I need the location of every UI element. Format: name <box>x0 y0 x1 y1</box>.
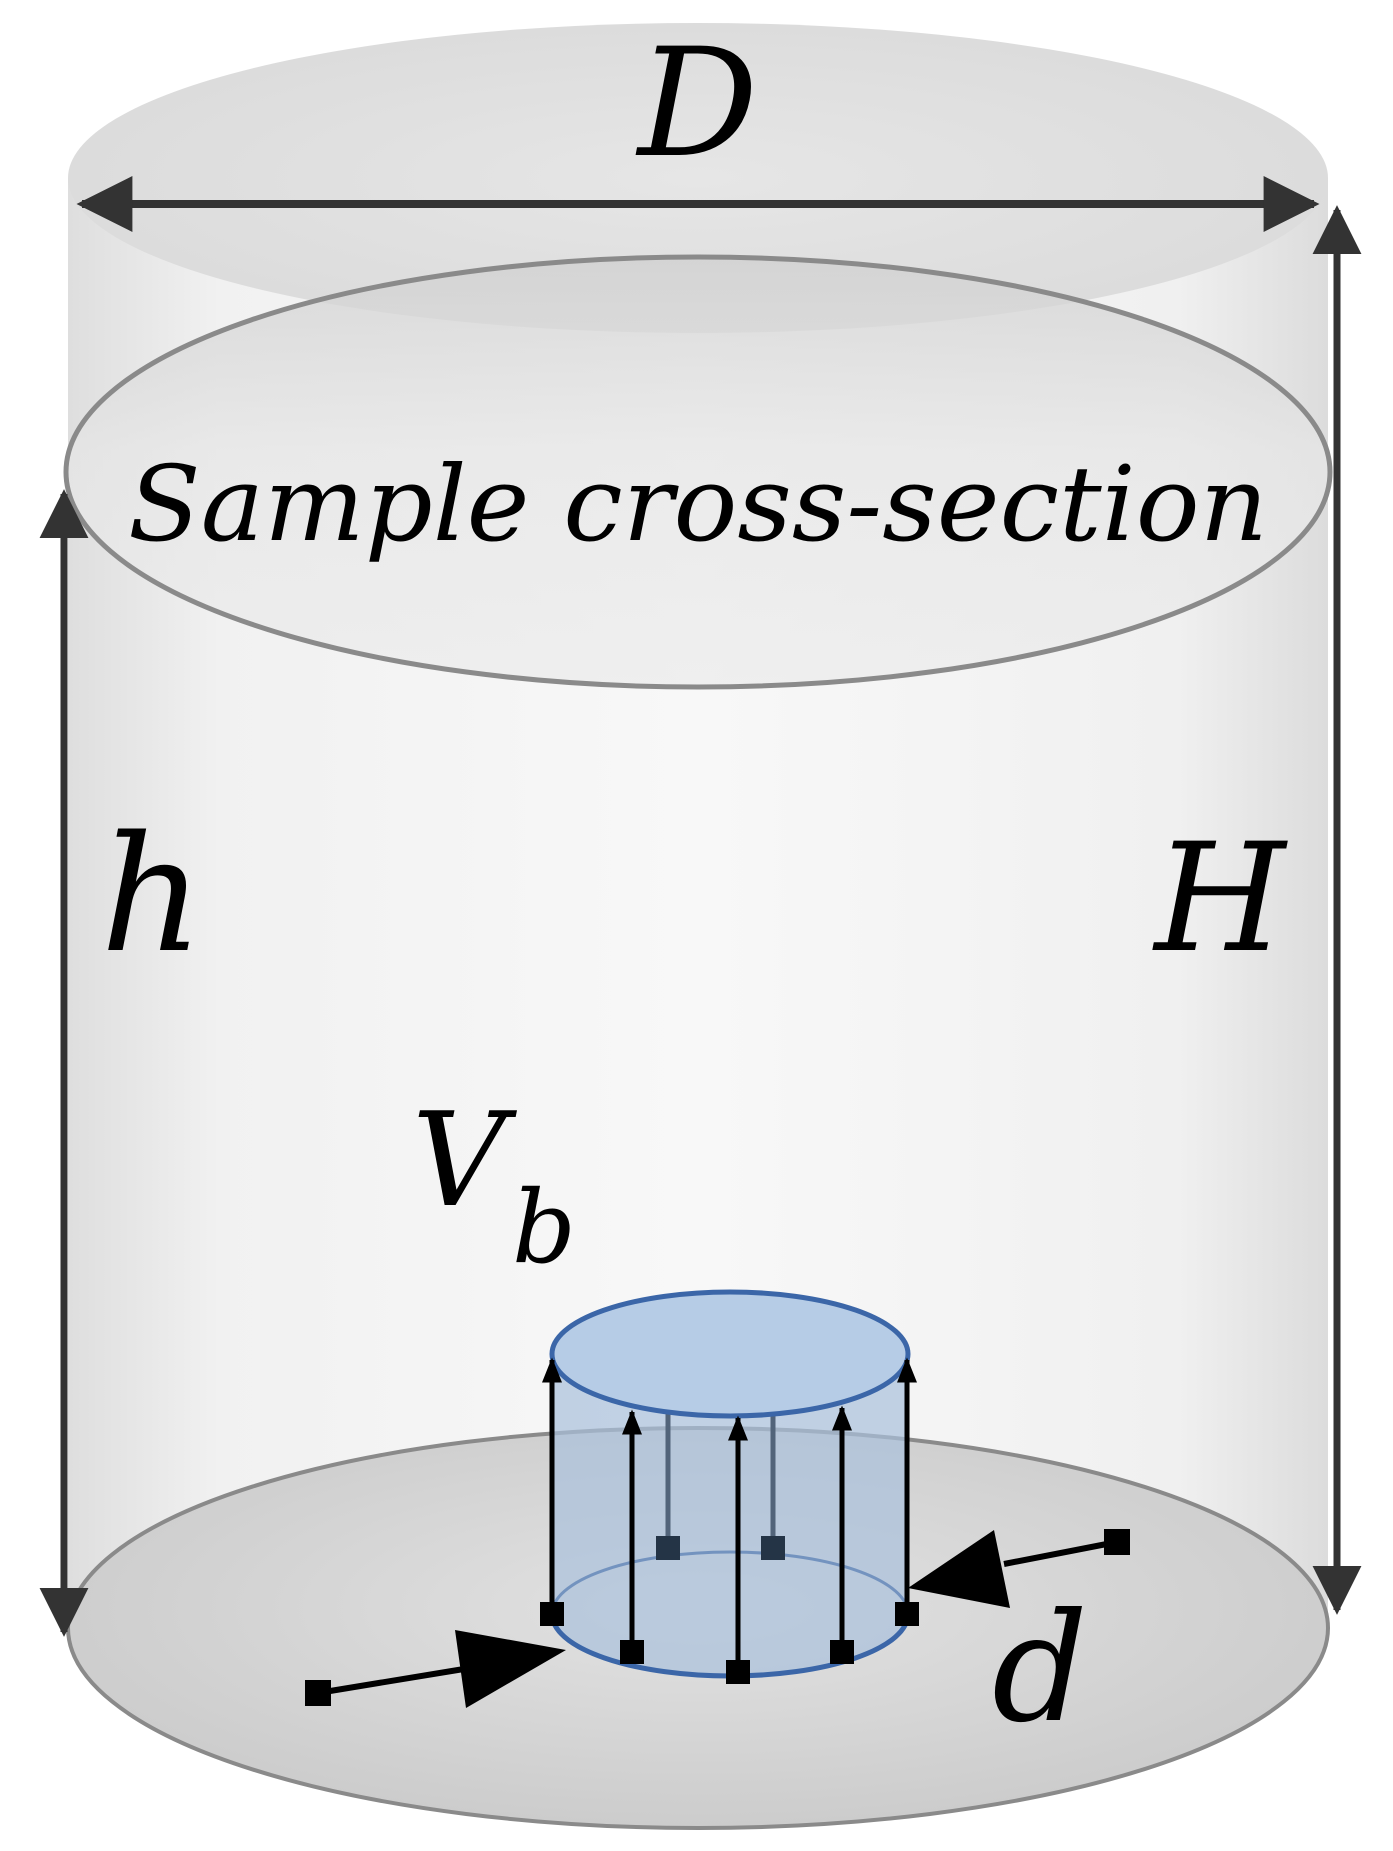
small-cylinder-top <box>549 1289 911 1419</box>
labels: D Sample cross-section h H V b d <box>100 17 1288 1756</box>
large-cylinder <box>63 23 1333 1830</box>
label-small-diameter: d <box>992 1582 1088 1756</box>
flow-arrow-5-base <box>895 1602 919 1626</box>
label-volume: V <box>412 1084 517 1236</box>
d-pointer-left-head <box>455 1630 566 1708</box>
label-sample-height: h <box>100 801 203 988</box>
label-volume-subscript: b <box>512 1169 576 1286</box>
small-cylinder-back-side <box>552 1354 908 1676</box>
label-diameter: D <box>635 17 758 191</box>
front-flow-arrows <box>540 1357 919 1684</box>
d-pointer-right-shaft <box>1003 1539 1118 1567</box>
d-pointer-left-base <box>305 1680 331 1706</box>
small-cylinder <box>305 1289 1130 1708</box>
small-diameter-pointers <box>305 1529 1130 1708</box>
flow-arrow-1-base <box>540 1602 564 1626</box>
dimension-arrows <box>39 176 1362 1637</box>
flow-arrow-2-base <box>620 1640 644 1664</box>
d-pointer-right-head <box>908 1530 1010 1608</box>
label-volume-main: V <box>412 1084 517 1236</box>
label-cross-section: Sample cross-section <box>128 443 1268 565</box>
d-pointer-right-base <box>1104 1529 1130 1555</box>
label-total-height: H <box>1152 812 1289 986</box>
d-pointer-left-shaft <box>317 1665 471 1696</box>
flow-arrow-4-base <box>830 1640 854 1664</box>
small-cylinder-bottom-back-rim <box>550 1550 910 1615</box>
flow-arrow-3-base <box>726 1660 750 1684</box>
flow-arrow-rear-2-base <box>761 1536 785 1560</box>
rear-flow-arrows <box>656 1299 785 1560</box>
flow-arrow-rear-1-base <box>656 1536 680 1560</box>
